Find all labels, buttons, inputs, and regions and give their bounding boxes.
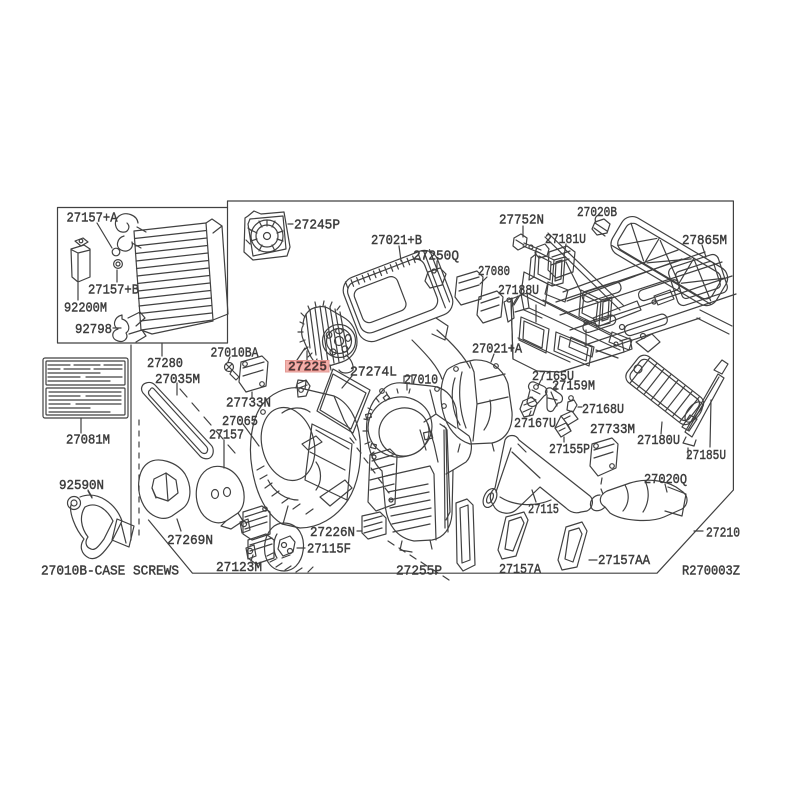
svg-text:27020Q: 27020Q: [644, 473, 687, 488]
svg-text:27865M: 27865M: [682, 234, 727, 249]
svg-text:27180U: 27180U: [637, 434, 680, 449]
svg-text:27021+A: 27021+A: [472, 343, 523, 358]
svg-text:27123M: 27123M: [216, 561, 262, 576]
svg-text:27245P: 27245P: [294, 219, 340, 234]
svg-text:27274L: 27274L: [350, 366, 397, 381]
svg-text:27080: 27080: [478, 265, 510, 280]
svg-text:27168U: 27168U: [582, 403, 624, 418]
svg-text:27188U: 27188U: [498, 284, 539, 299]
svg-text:27159M: 27159M: [552, 380, 595, 395]
svg-text:27250Q: 27250Q: [413, 250, 459, 265]
svg-text:27115F: 27115F: [307, 543, 351, 558]
svg-text:27010BA: 27010BA: [211, 347, 260, 362]
svg-text:27065: 27065: [222, 415, 258, 430]
svg-text:R270003Z: R270003Z: [682, 565, 740, 580]
svg-text:27167U: 27167U: [514, 417, 556, 432]
svg-text:27226N: 27226N: [310, 526, 355, 541]
svg-text:27255P: 27255P: [396, 565, 442, 580]
svg-text:27157AA: 27157AA: [598, 554, 651, 569]
svg-text:27010B-CASE SCREWS: 27010B-CASE SCREWS: [41, 565, 179, 580]
svg-text:27181U: 27181U: [545, 233, 586, 248]
svg-text:27155P: 27155P: [549, 443, 590, 458]
svg-text:27115: 27115: [528, 503, 559, 518]
svg-text:27035M: 27035M: [155, 373, 200, 388]
svg-text:27280: 27280: [147, 357, 183, 372]
svg-text:27733N: 27733N: [226, 397, 271, 412]
svg-text:27752N: 27752N: [499, 214, 544, 229]
svg-text:27010: 27010: [404, 374, 438, 389]
svg-text:27157A: 27157A: [499, 563, 542, 578]
svg-text:27733M: 27733M: [590, 423, 635, 438]
svg-text:92200M: 92200M: [64, 302, 107, 317]
svg-text:27020B: 27020B: [577, 206, 617, 221]
svg-text:27185U: 27185U: [686, 449, 726, 464]
svg-text:27157+A: 27157+A: [67, 212, 119, 227]
svg-text:92590N: 92590N: [59, 479, 104, 494]
svg-text:27269N: 27269N: [167, 534, 213, 549]
svg-text:27021+B: 27021+B: [371, 234, 422, 249]
svg-text:27165U: 27165U: [532, 370, 574, 385]
svg-text:92798: 92798: [75, 323, 112, 338]
svg-text:27081M: 27081M: [66, 434, 110, 449]
svg-text:27210: 27210: [706, 527, 740, 542]
svg-text:27157+B: 27157+B: [88, 284, 139, 299]
svg-text:27225: 27225: [288, 361, 327, 376]
svg-text:27157: 27157: [209, 429, 244, 444]
